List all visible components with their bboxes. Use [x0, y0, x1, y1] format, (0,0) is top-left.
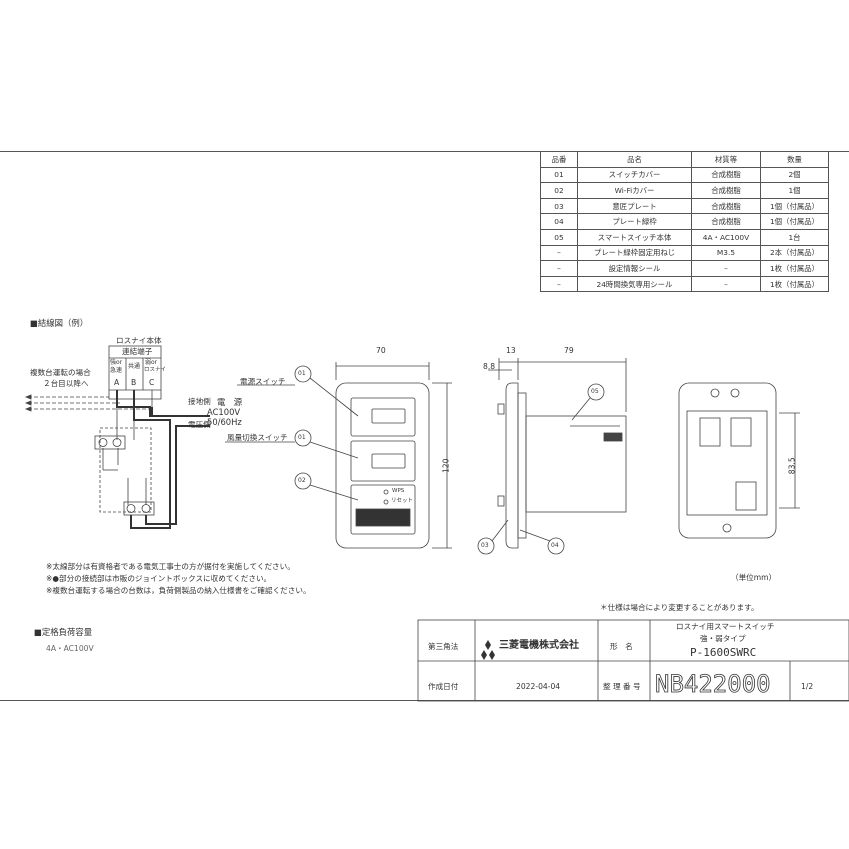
note-1: ※太線部分は有資格者である電気工事士の方が据付を実施してください。	[46, 562, 295, 571]
unit-mm-label: （単位mm）	[731, 573, 777, 582]
cell-part-name: 24時間換気専用シール	[577, 275, 692, 293]
switch-terminal-upper	[94, 435, 126, 450]
spec-change-notice: ＊仕様は場合により変更することがあります。	[600, 603, 759, 612]
switch-terminal-lower	[123, 501, 155, 516]
rated-load-value: 4A・AC100V	[46, 644, 94, 653]
terminal-letter-c: C	[149, 378, 155, 387]
cell-part-no: –	[540, 275, 578, 293]
reset-label: リセット	[391, 498, 414, 504]
front-plate	[335, 382, 430, 549]
terminal-letter-b: B	[131, 378, 137, 387]
product-name-1: ロスナイ用スマートスイッチ	[676, 622, 775, 631]
field-wiring-thick	[116, 390, 210, 529]
multi-unit-note-1: 複数台運転の場合	[30, 368, 91, 377]
terminal-letter-a: A	[114, 378, 120, 387]
company-logo	[481, 640, 495, 660]
cell-material: –	[691, 275, 761, 293]
drawing-frame	[0, 151, 849, 701]
rated-load-title: ■定格負荷容量	[34, 627, 93, 637]
side-view	[477, 358, 627, 555]
back-plate	[678, 382, 777, 539]
side-dim-79: 79	[564, 346, 574, 355]
page-number: 1/2	[801, 682, 814, 691]
callout-04: 04	[551, 542, 559, 549]
parts-table-row: –24時間換気専用シール–1枚（付属品）	[540, 275, 829, 293]
junction-box	[99, 427, 152, 513]
company-name: 三菱電機株式会社	[499, 640, 579, 651]
fan-switch-label: 風量切換スイッチ	[227, 433, 288, 442]
wiring-diagram	[24, 345, 162, 516]
parts-table-header: 品番 品名 材質等 数量	[540, 151, 829, 168]
power-switch-label: 電源スイッチ	[240, 377, 286, 386]
front-height-dim: 120	[441, 458, 451, 474]
serial-label: 整 理 番 号	[603, 682, 641, 691]
power-label: 電 源	[217, 397, 243, 407]
note-2: ※●部分の接続部は市販のジョイントボックスに収めてください。	[46, 574, 272, 583]
live-side-label: 電圧側	[188, 420, 211, 429]
model-number: P-1600SWRC	[690, 646, 757, 659]
side-plate	[505, 382, 519, 549]
ground-side-label: 接地側	[188, 397, 211, 406]
power-switch-cover	[350, 397, 416, 437]
back-view	[678, 382, 800, 539]
product-name-2: 強・弱タイプ	[700, 634, 746, 643]
back-dim-83-5: 83.5	[787, 457, 797, 475]
voltage-label: AC100V	[207, 407, 241, 417]
terminal-a-label2: 急速	[110, 367, 123, 374]
creation-date: 2022-04-04	[516, 682, 561, 691]
terminal-label: 連結端子	[122, 347, 153, 356]
terminal-b-label: 共通	[128, 363, 141, 370]
callout-01-power: 01	[298, 370, 306, 377]
projection-label: 第三角法	[428, 642, 459, 651]
switch-body	[525, 415, 627, 513]
callout-03: 03	[481, 542, 489, 549]
wps-label: WPS	[392, 488, 405, 494]
model-label: 形 名	[610, 642, 633, 651]
note-3: ※複数台運転する場合の台数は，負荷側製品の納入仕様書をご確認ください。	[46, 586, 311, 595]
terminal-c-label: 弱or	[145, 359, 158, 366]
side-dim-13: 13	[506, 346, 516, 355]
front-view	[225, 362, 452, 549]
front-width-dim: 70	[376, 346, 386, 355]
callout-01-fan: 01	[298, 434, 306, 441]
fan-switch-cover	[350, 440, 416, 482]
frequency-label: 50/60Hz	[207, 417, 242, 427]
callout-02: 02	[298, 477, 306, 484]
multi-unit-note-2: ２台目以降へ	[43, 379, 89, 388]
terminal-a-label: 強or	[110, 359, 123, 366]
terminal-c-label2: ロスナイ	[144, 367, 167, 373]
wiring-section-title: ■結線図（例）	[30, 318, 89, 328]
back-housing	[686, 410, 768, 516]
wifi-cover	[350, 484, 416, 535]
side-dim-8-8: 8.8	[483, 362, 496, 371]
date-label: 作成日付	[428, 682, 459, 691]
serial-number: NB422000	[655, 670, 771, 698]
callout-05: 05	[591, 388, 599, 395]
title-block-frame	[417, 619, 849, 702]
cell-quantity: 1枚（付属品）	[760, 275, 829, 293]
losnay-unit-label: ロスナイ本体	[116, 336, 162, 345]
